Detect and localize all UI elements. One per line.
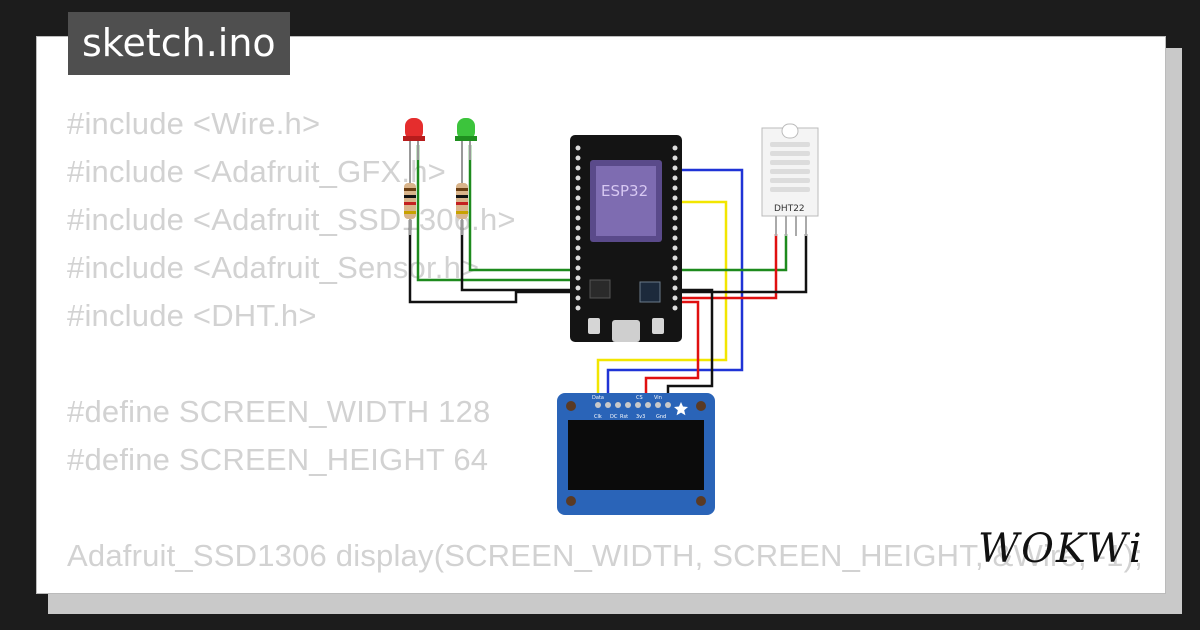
oled-pin-labels: Data Clk DC Rst CS 3v3 Vin Gnd — [592, 395, 666, 420]
wire-green-led — [416, 145, 576, 282]
resistor-2[interactable] — [456, 160, 468, 235]
wire-green-led-2 — [468, 145, 576, 272]
file-name-tab[interactable]: sketch.ino — [68, 12, 290, 75]
esp32-pins-left — [575, 145, 581, 311]
oled-display[interactable]: Data Clk DC Rst CS 3v3 Vin Gnd — [557, 393, 715, 515]
wire-red-oled — [644, 300, 700, 402]
wire-green-dht — [678, 234, 788, 272]
oled-pin-headers — [595, 402, 671, 408]
wire-red-dht — [678, 234, 778, 300]
oled-pin-label: Gnd — [656, 414, 666, 420]
star-icon — [674, 402, 688, 416]
oled-pin-label: DC — [610, 414, 618, 420]
oled-pin-label: 3v3 — [636, 414, 645, 420]
wires — [408, 145, 808, 402]
wire-blue — [606, 168, 744, 402]
oled-pin-label: CS — [636, 395, 643, 401]
wire-black-led-red — [408, 220, 576, 304]
esp32-pins-right — [672, 145, 678, 311]
oled-pin-label: Data — [592, 395, 604, 401]
dht22-label: DHT22 — [774, 204, 805, 214]
esp32-label: ESP32 — [601, 182, 648, 200]
wire-yellow — [596, 200, 728, 402]
code-line: #include <Adafruit_GFX.h> — [67, 154, 446, 189]
wire-black-led-green — [460, 220, 576, 292]
oled-pin-label: Rst — [620, 414, 628, 420]
red-led[interactable] — [403, 118, 425, 160]
wokwi-logo: WOKWi — [978, 526, 1144, 572]
dht-grille — [770, 142, 810, 192]
oled-pin-label: Clk — [594, 414, 602, 420]
esp32-board[interactable]: ESP32 — [570, 135, 682, 342]
code-line: Adafruit_SSD1306 display(SCREEN_WIDTH, S… — [67, 538, 1143, 573]
wire-black-dht — [678, 234, 808, 294]
dht22-sensor[interactable]: DHT22 — [761, 123, 819, 236]
wire-black-oled — [666, 288, 714, 402]
resistor-1[interactable] — [404, 160, 416, 235]
code-line: #define SCREEN_WIDTH 128 — [67, 394, 491, 429]
code-line: #include <Wire.h> — [67, 106, 321, 141]
oled-pin-label: Vin — [654, 395, 662, 401]
code-line: #include <DHT.h> — [67, 298, 317, 333]
green-led[interactable] — [455, 118, 477, 160]
code-line: #define SCREEN_HEIGHT 64 — [67, 442, 489, 477]
